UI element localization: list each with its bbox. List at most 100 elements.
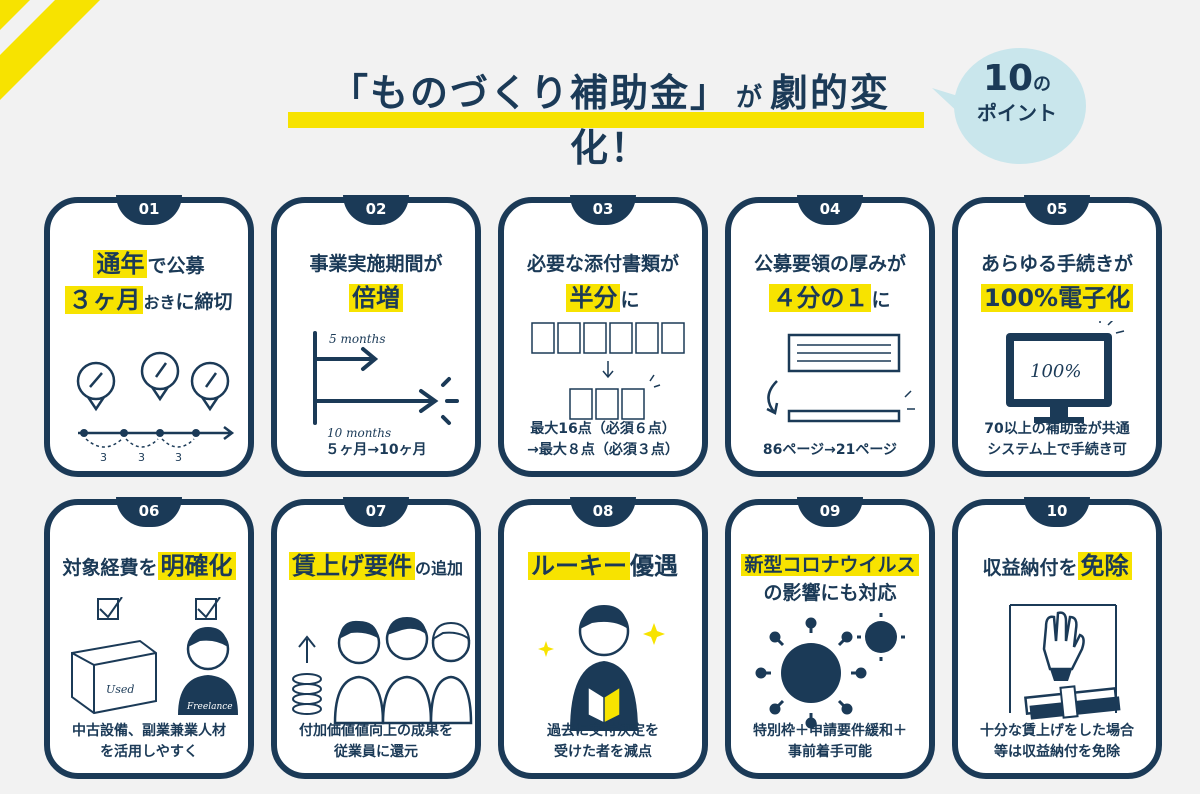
title-part1: 「ものづくり補助金」: [329, 71, 730, 115]
caption-line: 付加価値値向上の成果を: [299, 723, 453, 739]
caption-line: 受けた者を減点: [554, 744, 652, 760]
title-text: 公募要領の厚みが: [753, 253, 906, 275]
card-caption: 十分な賃上げをした場合 等は収益納付を免除: [958, 721, 1156, 763]
title-text: おき: [143, 293, 176, 312]
card-number: 06: [116, 497, 182, 527]
title-text: に: [871, 289, 891, 311]
card-number: 04: [797, 195, 863, 225]
thickness-illustration: [766, 333, 915, 423]
timeline-illustration: 3 3 3: [76, 351, 235, 464]
card-caption: 過去に交付決定を 受けた者を減点: [504, 721, 702, 763]
card-title: 対象経費を明確化: [50, 549, 248, 585]
points-label: ポイント: [977, 101, 1057, 125]
period-label: 10 months: [327, 426, 391, 440]
title-text: に: [620, 289, 640, 311]
card-03: 03 必要な添付書類が 半分に 最大16点（必須６点） →最大８点（必須３点）: [498, 195, 708, 477]
caption-line: 最大16点（必須６点）: [530, 421, 676, 437]
card-10: 10 収益納付を免除 十分な賃上げをした場合 等は収益納付を免除: [952, 497, 1162, 779]
card-caption: 特別枠＋申請要件緩和＋ 事前着手可能: [731, 721, 929, 763]
interval-label: 3: [100, 451, 107, 464]
box-label: Used: [106, 683, 134, 696]
corner-stripes: [0, 0, 100, 100]
shirt-label: Freelance: [186, 702, 233, 712]
card-06: 06 対象経費を明確化 Used Freelance 中古設備、副業兼業人材 を…: [44, 497, 254, 779]
points-no: の: [1033, 74, 1052, 95]
title-text: 対象経費を: [62, 557, 158, 579]
rookie-illustration: [538, 605, 665, 731]
monitor-icon: 100%: [1006, 321, 1125, 423]
workers-coins-illustration: [292, 617, 473, 725]
title-text: の影響にも対応: [763, 582, 897, 604]
title-highlight: 新型コロナウイルス: [741, 554, 919, 576]
interval-label: 3: [175, 451, 182, 464]
title-highlight: 100%電子化: [980, 284, 1134, 312]
points-number: 10: [982, 58, 1034, 99]
card-number: 02: [343, 195, 409, 225]
card-caption: 付加価値値向上の成果を 従業員に還元: [277, 721, 475, 763]
card-02: 02 事業実施期間が 倍増 5 months 10 months ５ヶ月→10ヶ…: [271, 195, 481, 477]
card-caption: 86ページ→21ページ: [762, 442, 898, 458]
caption-line: 事前着手可能: [788, 744, 872, 760]
caption-line: 等は収益納付を免除: [994, 744, 1120, 760]
card-05: 05 あらゆる手続きが 100%電子化 100% 70以上の補助金が共通 システ…: [952, 195, 1162, 477]
card-title: 賃上げ要件の追加: [277, 549, 475, 586]
caption-line: 過去に交付決定を: [547, 723, 659, 739]
caption-line: 十分な賃上げをした場合: [980, 723, 1134, 739]
card-title: あらゆる手続きが 100%電子化: [958, 247, 1156, 317]
title-text: 収益納付を: [982, 557, 1078, 579]
virus-icon: [755, 613, 905, 729]
title-highlight: ４分の１: [769, 284, 872, 312]
caption-line: 特別枠＋申請要件緩和＋: [753, 723, 907, 739]
title-underline: [288, 112, 924, 128]
card-number: 10: [1024, 497, 1090, 527]
title-highlight: ルーキー: [528, 552, 630, 580]
card-title: 新型コロナウイルス の影響にも対応: [731, 551, 929, 607]
card-number: 05: [1024, 195, 1090, 225]
card-number: 08: [570, 497, 636, 527]
title-text: に締切: [175, 291, 233, 313]
card-caption: 70以上の補助金が共通 システム上で手続き可: [958, 419, 1156, 461]
title-part2: 劇的変化！: [569, 71, 891, 170]
card-title: ルーキー優遇: [504, 549, 702, 585]
used-box-freelancer-illustration: Used Freelance: [71, 597, 238, 715]
period-label: 5 months: [329, 332, 386, 346]
card-09: 09 新型コロナウイルス の影響にも対応 特別枠＋申請要件緩和＋ 事前着手可能: [725, 497, 935, 779]
card-number: 03: [570, 195, 636, 225]
caption-line: システム上で手続き可: [987, 442, 1127, 458]
caption-line: を活用しやすく: [100, 744, 198, 760]
period-arrows-illustration: 5 months 10 months: [313, 331, 459, 440]
card-title: 通年で公募 ３ヶ月おきに締切: [50, 247, 248, 320]
card-number: 09: [797, 497, 863, 527]
caption-line: 従業員に還元: [334, 744, 418, 760]
title-text: 必要な添付書類が: [526, 253, 679, 275]
title-highlight: 賃上げ要件: [288, 552, 415, 580]
title-text: で公募: [147, 255, 205, 277]
title-text: 事業実施期間が: [309, 253, 443, 275]
card-caption: ５ヶ月→10ヶ月: [325, 442, 427, 458]
caption-line: 中古設備、副業兼業人材: [72, 723, 226, 739]
card-caption: 中古設備、副業兼業人材 を活用しやすく: [50, 721, 248, 763]
points-badge: 10の ポイント: [962, 58, 1072, 126]
title-highlight: ３ヶ月: [65, 286, 144, 314]
title-connector: が: [735, 83, 764, 113]
page-title: 「ものづくり補助金」が劇的変化！: [290, 62, 930, 172]
screen-text: 100%: [1030, 361, 1081, 382]
card-title: 事業実施期間が 倍増: [277, 247, 475, 317]
card-number: 07: [343, 497, 409, 527]
card-01: 01 通年で公募 ３ヶ月おきに締切 3 3 3: [44, 195, 254, 477]
card-07: 07 賃上げ要件の追加 付加価値値向上の成果を 従業員に還元: [271, 497, 481, 779]
interval-label: 3: [138, 451, 145, 464]
title-text: の追加: [414, 559, 463, 578]
title-text: 優遇: [630, 552, 678, 580]
title-highlight: 免除: [1077, 552, 1132, 580]
card-title: 収益納付を免除: [958, 549, 1156, 585]
title-highlight: 半分: [566, 284, 621, 312]
documents-illustration: [531, 322, 685, 420]
title-highlight: 通年: [93, 250, 148, 278]
card-title: 必要な添付書類が 半分に: [504, 247, 702, 317]
title-highlight: 倍増: [349, 284, 403, 312]
caption-line: 70以上の補助金が共通: [984, 421, 1130, 437]
card-08: 08 ルーキー優遇 過去に交付決定を 受けた者を減点: [498, 497, 708, 779]
